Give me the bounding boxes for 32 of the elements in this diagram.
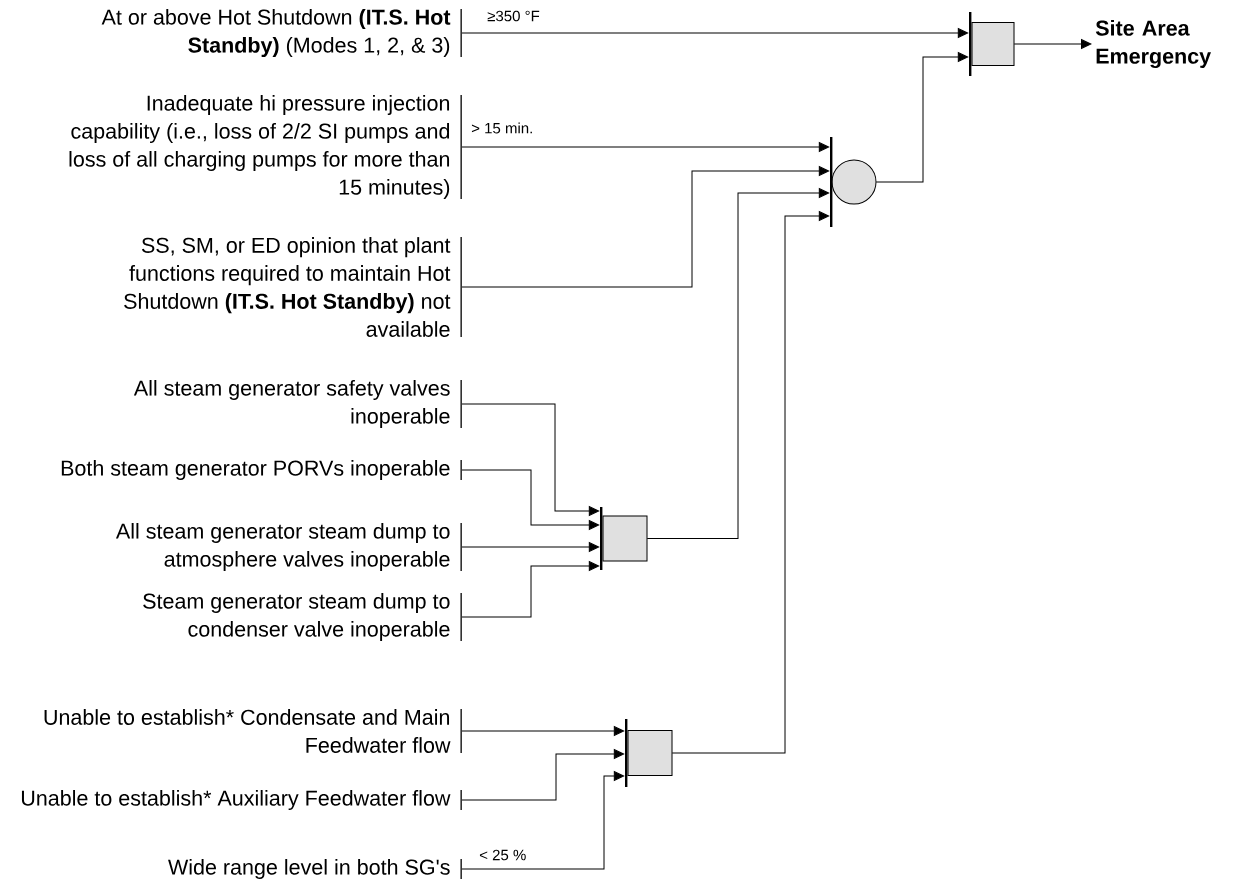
arrow: [461, 542, 600, 552]
arrow: [646, 188, 830, 539]
edge-label: < 25 %: [478, 848, 528, 862]
condition-text: Both steam generator PORVs inoperable: [61, 459, 462, 481]
arrow: [461, 749, 625, 801]
condition-text: Steam generator steam dump to condenser valve inoperable: [143, 592, 462, 642]
condition-text: At or above Hot Shutdown (IT.S. Hot Standby) (Modes 1, 2, & 3): [101, 8, 462, 58]
arrow: [461, 561, 600, 618]
edge-label: > 15 min.: [470, 121, 535, 135]
condition-text: Wide range level in both SG's: [168, 858, 462, 880]
arrow: [875, 52, 969, 183]
and-gate: [969, 12, 1015, 76]
edge-label: ≥350 °F: [486, 9, 541, 23]
and-gate: [600, 507, 648, 570]
and-gate: [625, 719, 673, 787]
arrow: [461, 28, 969, 38]
arrow: [461, 403, 600, 516]
outcome-text: Site Area Emergency: [1095, 19, 1211, 69]
condition-text: SS, SM, or ED opinion that plant functions required to maintain Hot Shutdown (IT.S. Hot Standby) not available: [124, 236, 462, 338]
arrow: [671, 211, 830, 754]
condition-text: Unable to establish* Condensate and Main Feedwater flow: [44, 708, 462, 754]
condition-text: Unable to establish* Auxiliary Feedwater flow: [21, 789, 462, 811]
condition-text: Inadequate hi pressure injection capability (i.e., loss of 2/2 SI pumps and loss of all charging pumps for more than 15 minutes): [69, 94, 462, 200]
condition-text: All steam generator steam dump to atmosphere valves inoperable: [115, 522, 462, 572]
or-gate: [830, 137, 877, 227]
arrow: [461, 771, 625, 870]
arrow: [461, 469, 600, 530]
arrow: [461, 726, 625, 736]
arrow: [1013, 39, 1092, 49]
arrow: [461, 142, 830, 152]
condition-text: All steam generator safety valves inoperable: [133, 379, 462, 429]
arrow: [461, 166, 830, 288]
